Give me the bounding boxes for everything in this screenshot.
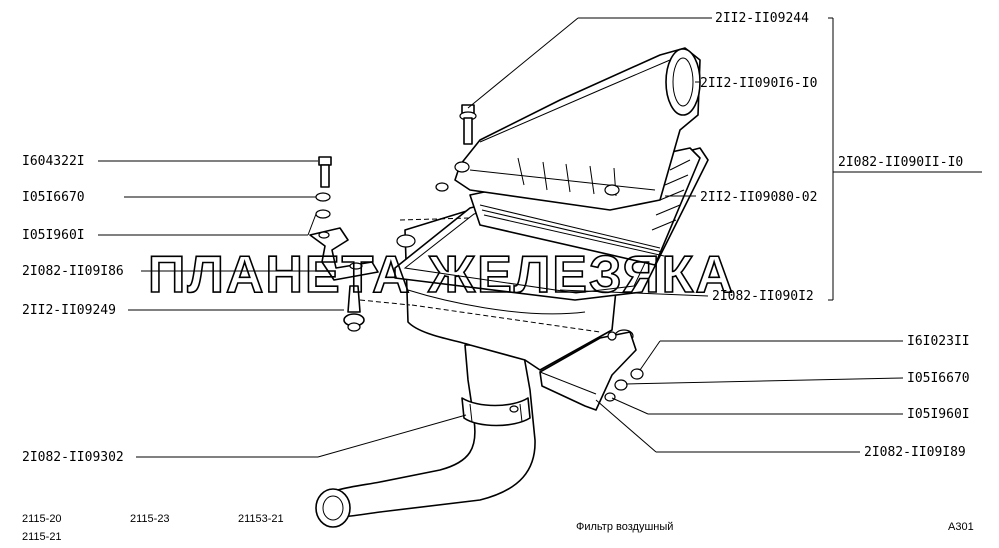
footer-caption: Фильтр воздушный — [576, 521, 673, 533]
right-fasteners — [604, 368, 644, 402]
filter-cover — [435, 47, 701, 211]
left-bracket — [309, 227, 379, 281]
callout-right-element: 2II2-II09080-02 — [700, 190, 817, 205]
watermark: ПЛАНЕТА ЖЕЛЕЗЯКА — [148, 246, 735, 304]
inlet-hose — [315, 344, 536, 528]
callout-right-bracket: 2I082-II09I89 — [864, 445, 966, 460]
footer: 2115-20 2115-23 21153-21 2115-21 Фильтр … — [22, 513, 974, 543]
callout-left-support: 2II2-II09249 — [22, 303, 116, 318]
callout-right-bolt: I6I023II — [907, 334, 970, 349]
part-callouts: 2II2-II09244 2II2-II090I6-I0 2I082-II090… — [22, 11, 970, 465]
callout-left-bolt: I604322I — [22, 154, 85, 169]
footer-code: A301 — [948, 521, 974, 533]
callout-left-lock: I05I960I — [22, 228, 85, 243]
cover-bolt — [459, 104, 477, 145]
callout-right-top: 2II2-II09244 — [715, 11, 809, 26]
footer-model-4: 2115-21 — [22, 531, 62, 543]
callout-right-lock: I05I960I — [907, 407, 970, 422]
right-bracket — [539, 331, 637, 411]
callout-right-housing: 2I082-II090I2 — [712, 289, 814, 304]
footer-model-2: 2115-23 — [130, 513, 170, 525]
callout-left-hose: 2I082-II09302 — [22, 450, 124, 465]
left-fasteners — [315, 156, 332, 219]
support-pin — [343, 285, 365, 332]
callout-left-washer: I05I6670 — [22, 190, 85, 205]
callout-right-cover: 2II2-II090I6-I0 — [700, 76, 817, 91]
footer-model-1: 2115-20 — [22, 513, 62, 525]
leader-lines — [98, 17, 982, 458]
air-filter-drawing — [309, 47, 709, 528]
callout-right-assembly: 2I082-II090II-I0 — [838, 155, 963, 170]
callout-right-washer: I05I6670 — [907, 371, 970, 386]
callout-left-bracket: 2I082-II09I86 — [22, 264, 124, 279]
footer-model-3: 21153-21 — [238, 513, 284, 525]
